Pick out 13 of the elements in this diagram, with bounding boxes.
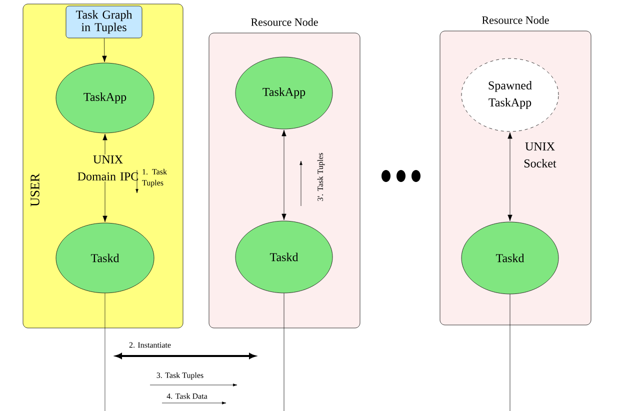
edge-label: UNIX Socket <box>519 142 561 168</box>
connector-line <box>104 293 106 411</box>
flow-label: 2. Instantiate <box>129 342 171 348</box>
arrow <box>282 130 286 220</box>
node-label: Resource Node <box>482 16 549 24</box>
process-box: Task Graph in Tuples <box>66 6 142 38</box>
flow-label: 3'. Task Tuples <box>317 152 325 201</box>
arrow <box>508 132 512 222</box>
flow-label: 4. Task Data <box>166 393 208 399</box>
node-label: Resource Node <box>251 18 318 26</box>
flow-label: 1. Task Tuples <box>142 168 167 188</box>
arrow <box>102 38 107 62</box>
flow-label: 3. Task Tuples <box>156 372 204 380</box>
